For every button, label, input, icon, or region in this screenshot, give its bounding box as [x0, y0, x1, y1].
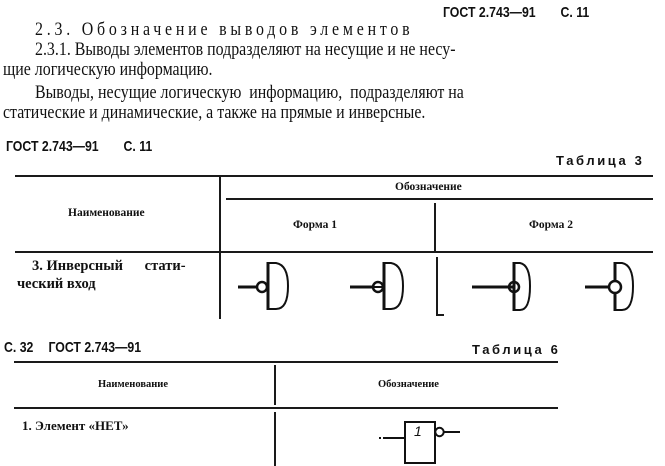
- header-page: С. 11: [560, 4, 590, 21]
- section-title: 2.3. Обозначение выводов элементов: [35, 20, 414, 40]
- table6-header-name: Наименование: [98, 379, 168, 390]
- table3-header-designation: Обозначение: [395, 181, 462, 193]
- inverse-input-symbol-icon: [472, 262, 532, 311]
- table3-row-name-line2: ческий вход: [17, 276, 96, 292]
- table3-header-form1: Форма 1: [293, 219, 337, 231]
- table6-caption: Таблица 6: [472, 342, 561, 357]
- table3-top-rule: [15, 175, 653, 177]
- header-standard: ГОСТ 2.743—91: [48, 339, 142, 356]
- inverse-input-symbol-icon: [585, 262, 635, 311]
- table3-form-divider-foot: [436, 314, 444, 316]
- inverse-input-symbol-icon: [350, 262, 405, 310]
- table3-col-divider: [219, 177, 221, 319]
- header-page: С. 32: [4, 339, 34, 356]
- header-standard: ГОСТ 2.743—91: [443, 4, 536, 21]
- table3-caption: Таблица 3: [556, 153, 645, 168]
- table6-col-divider-header: [274, 365, 276, 405]
- paragraph-1-line-2: щие логическую информацию.: [3, 60, 213, 80]
- paragraph-2-line-1: Выводы, несущие логическую информацию, п…: [35, 83, 464, 103]
- running-header-table3: ГОСТ 2.743—91 С. 11: [6, 138, 152, 155]
- table6-row-name: 1. Элемент «НЕТ»: [22, 418, 129, 433]
- table6-col-divider-body: [274, 412, 276, 466]
- table3-form-divider-body: [436, 257, 438, 315]
- paragraph-2-line-2: статические и динамические, а также на п…: [3, 103, 426, 123]
- not-gate-label: 1: [414, 423, 422, 439]
- table6-header-bottom-rule: [14, 407, 558, 409]
- header-standard: ГОСТ 2.743—91: [6, 138, 99, 155]
- table3-subheader-rule: [226, 198, 653, 200]
- inverse-input-symbol-icon: [238, 262, 290, 310]
- not-gate-icon: [379, 421, 460, 464]
- table3-header-bottom-rule: [15, 251, 653, 253]
- table6-top-rule: [14, 361, 558, 363]
- table3-header-form2: Форма 2: [529, 219, 573, 231]
- table3-row-name-line1: 3. Инверсный стати-: [32, 258, 186, 274]
- paragraph-1-line-1: 2.3.1. Выводы элементов подразделяют на …: [35, 40, 456, 60]
- table3-form-divider: [434, 203, 436, 251]
- table6-header-designation: Обозначение: [378, 379, 439, 390]
- running-header-table6: С. 32 ГОСТ 2.743—91: [4, 339, 141, 356]
- running-header-p11: ГОСТ 2.743—91 С. 11: [443, 4, 589, 21]
- header-page: С. 11: [123, 138, 153, 155]
- table3-header-name: Наименование: [68, 207, 145, 219]
